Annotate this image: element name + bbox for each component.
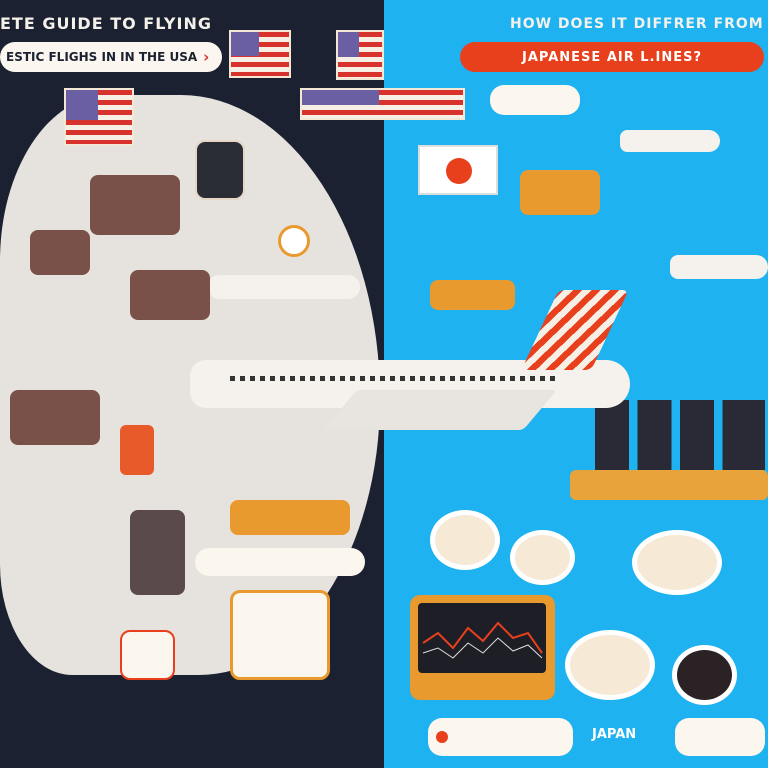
- info-callout: [675, 718, 765, 756]
- us-flag-icon: [300, 88, 465, 120]
- info-board: [195, 140, 245, 200]
- soy-sauce-bowl-icon: [672, 645, 737, 705]
- luggage-icon: [130, 510, 185, 595]
- us-flag-icon: [229, 30, 291, 78]
- chart-screen: [418, 603, 546, 673]
- right-title-line1: HOW DOES IT DIFFRER FROM: [510, 16, 764, 32]
- food-dish-icon: [430, 510, 500, 570]
- info-callout: [490, 85, 580, 115]
- info-callout: [428, 718, 573, 756]
- ticket-kiosk-icon[interactable]: [230, 590, 330, 680]
- us-flag-icon: [64, 88, 134, 146]
- seats-icon: [90, 175, 180, 235]
- bullet-icon: [436, 731, 448, 743]
- food-dish-icon: [632, 530, 722, 595]
- service-counter: [430, 280, 515, 310]
- service-counter: [520, 170, 600, 215]
- clock-icon: [278, 225, 310, 257]
- arrow-icon: ›: [203, 48, 211, 66]
- us-flag-icon: [336, 30, 384, 80]
- japan-caption: JAPAN: [592, 727, 637, 742]
- airplane-icon: [210, 275, 360, 299]
- flight-attendants-counter: [570, 470, 768, 500]
- seats-icon: [30, 230, 90, 275]
- airplane-icon: [670, 255, 768, 279]
- check-in-counter: [230, 500, 350, 535]
- right-title-line2: JAPANESE AIR L.INES?: [522, 49, 702, 65]
- luggage-icon: [120, 425, 154, 475]
- left-title-line1: ETE GUIDE TO FLYING: [0, 14, 212, 33]
- seats-icon: [130, 270, 210, 320]
- info-callout: [195, 548, 365, 576]
- airplane-icon: [620, 130, 720, 152]
- left-title-pill: ESTIC FLIGHS IN IN THE USA ›: [0, 42, 222, 72]
- left-title-line2: ESTIC FLIGHS IN IN THE USA: [6, 50, 198, 64]
- ticket-kiosk-icon[interactable]: [120, 630, 175, 680]
- food-dish-icon: [565, 630, 655, 700]
- right-title-pill: JAPANESE AIR L.INES?: [460, 42, 764, 72]
- japan-flag-icon: [418, 145, 498, 195]
- food-dish-icon: [510, 530, 575, 585]
- stock-chart-monitor-icon: [410, 595, 555, 700]
- seats-icon: [10, 390, 100, 445]
- flight-attendants-icon: [595, 400, 765, 470]
